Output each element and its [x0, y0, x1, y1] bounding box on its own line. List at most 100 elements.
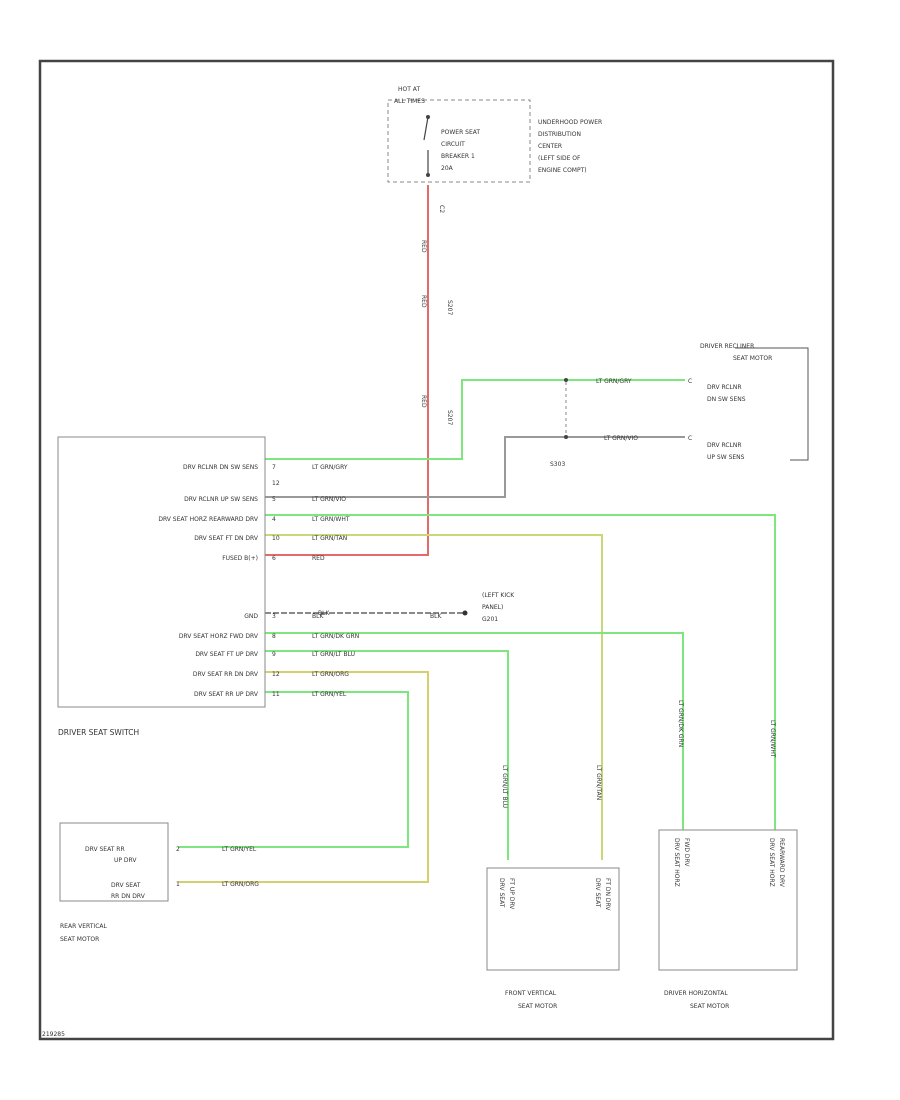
horz-title-1: DRIVER HORIZONTAL: [664, 990, 728, 997]
wire-recliner-dn: [265, 379, 685, 460]
horz-wire2-label: LT GRN/WHT: [769, 720, 776, 758]
horz-pin2-label-1: DRV SEAT HORZ: [768, 838, 775, 887]
horz-pin2-label-2: REARWARD DRV: [778, 838, 785, 888]
rear-vertical-motor: DRV SEAT RR UP DRV DRV SEAT RR DN DRV 2 …: [59, 822, 259, 943]
fuse-block-box: [387, 99, 531, 183]
switch-wire-label: LT GRN/TAN: [312, 535, 347, 542]
red-wire-fused-bplus: [265, 185, 429, 556]
switch-pin-label: DRV SEAT RR UP DRV: [194, 691, 259, 698]
switch-pin-number: 3: [272, 613, 276, 620]
wire-ft-dn: [265, 534, 603, 860]
horz-pin1-label-2: FWD DRV: [683, 838, 690, 867]
switch-wire-label: LT GRN/ORG: [312, 671, 349, 678]
switch-wire-label: RED: [312, 555, 325, 562]
rear-title-1: REAR VERTICAL: [60, 923, 107, 930]
red-wire-label-1: RED: [420, 240, 427, 253]
switch-pin-label: DRV SEAT RR DN DRV: [193, 671, 259, 678]
switch-pin-label: GND: [244, 613, 258, 620]
driver-seat-switch: DRIVER SEAT SWITCH DRV RCLNR DN SW SENS 7…: [57, 436, 359, 737]
recliner-pin2-label-2: UP SW SENS: [707, 454, 745, 461]
rear-title-2: SEAT MOTOR: [60, 936, 99, 943]
breaker-label-1: POWER SEAT: [441, 129, 480, 136]
breaker-label-3: BREAKER 1: [441, 153, 475, 160]
ground-point: [462, 610, 468, 616]
horz-title-2: SEAT MOTOR: [690, 1003, 729, 1010]
recliner-motor-bracket: [735, 347, 809, 461]
switch-pin-number: 9: [272, 651, 276, 658]
switch-wire-label: LT GRN/YEL: [312, 691, 347, 698]
red-wire-label-3: RED: [420, 395, 427, 408]
switch-pin-number: 12: [272, 671, 280, 678]
ground-label-1: (LEFT KICK: [482, 592, 515, 599]
rear-pin1-label-1: DRV SEAT RR: [85, 846, 125, 853]
switch-wire-label: BLK: [312, 613, 324, 620]
diagram-frame: [38, 59, 835, 1041]
switch-wire-label: LT GRN/GRY: [312, 464, 348, 471]
rear-pin2-label-2: RR DN DRV: [111, 893, 146, 900]
switch-pin-number: 11: [272, 691, 280, 698]
switch-pin-label: DRV RCLNR DN SW SENS: [183, 464, 258, 471]
splice-dot-2: [564, 435, 568, 439]
switch-pin-number: 8: [272, 633, 276, 640]
wire-rr-dn: [178, 671, 429, 883]
center-label-3: CENTER: [538, 143, 562, 150]
ground-wire1-label: BLK: [318, 610, 330, 617]
front-vertical-motor: DRV SEAT FT UP DRV DRV SEAT FT DN DRV LT…: [486, 765, 620, 1010]
front-wire1-label: LT GRN/LT BLU: [501, 765, 508, 808]
switch-wire-label: LT GRN/DK GRN: [312, 633, 359, 640]
wires: [178, 185, 809, 883]
switch-wire-label: LT GRN/VIO: [312, 496, 346, 503]
front-pin2-label-1: DRV SEAT: [594, 878, 601, 908]
center-label-1: UNDERHOOD POWER: [538, 119, 602, 126]
wire-ft-up: [265, 650, 509, 860]
recliner-pin2-label-1: DRV RCLNR: [707, 442, 742, 449]
front-pin1-label-1: DRV SEAT: [498, 878, 505, 908]
horz-motor-box: [658, 829, 798, 971]
switch-title: DRIVER SEAT SWITCH: [58, 728, 139, 737]
switch-pin-number: 4: [272, 516, 276, 523]
fuse-pin: C2: [438, 205, 445, 213]
recliner-pin2-num: C: [688, 435, 692, 442]
horizontal-motor: DRV SEAT HORZ FWD DRV DRV SEAT HORZ REAR…: [658, 700, 798, 1010]
horz-wire1-label: LT GRN/DK GRN: [677, 700, 684, 747]
switch-pin-number: 5: [272, 496, 276, 503]
front-wire2-label: LT GRN/TAN: [595, 765, 602, 800]
fuse-block: HOT AT ALL TIMES POWER SEAT CIRCUIT BREA…: [387, 86, 602, 425]
horz-pin1-label-1: DRV SEAT HORZ: [673, 838, 680, 887]
switch-pins: DRV RCLNR DN SW SENS 7 LT GRN/GRY 12 DRV RCL…: [158, 464, 359, 698]
rear-pin2-num: 1: [176, 881, 180, 888]
recliner-title-2: SEAT MOTOR: [733, 355, 772, 362]
switch-pin-label: DRV SEAT FT DN DRV: [194, 535, 259, 542]
hot-label-1: HOT AT: [398, 86, 420, 93]
recliner-splice-label: S303: [550, 461, 565, 468]
switch-pin-number: 6: [272, 555, 276, 562]
wire-horz-fwd: [265, 632, 684, 830]
red-wire-label-2: RED: [420, 295, 427, 308]
front-pin2-label-2: FT DN DRV: [604, 878, 611, 911]
wire-horz-rearward: [265, 514, 776, 830]
wire-rr-up: [178, 691, 409, 848]
breaker-label-2: CIRCUIT: [441, 141, 465, 148]
center-label-5: ENGINE COMPT): [538, 167, 587, 174]
breaker-label-4: 20A: [441, 165, 454, 172]
diagram-code: 219285: [42, 1031, 65, 1038]
rear-motor-box: [59, 822, 169, 902]
switch-pin-label: DRV SEAT FT UP DRV: [195, 651, 259, 658]
ground-wire2-label: BLK: [430, 613, 442, 620]
front-title-2: SEAT MOTOR: [518, 1003, 557, 1010]
rear-pin1-label-2: UP DRV: [114, 857, 137, 864]
rear-pin1-num: 2: [176, 846, 180, 853]
splice-label-2: S207: [446, 410, 453, 425]
switch-pin-label: DRV RCLNR UP SW SENS: [184, 496, 258, 503]
switch-pin-number: 7: [272, 464, 276, 471]
front-title-1: FRONT VERTICAL: [505, 990, 557, 997]
breaker-element: [423, 116, 429, 141]
recliner-wire1-label: LT GRN/GRY: [596, 378, 632, 385]
front-motor-box: [486, 867, 620, 971]
switch-pin-number: 10: [272, 535, 280, 542]
hot-label-2: ALL TIMES: [394, 98, 425, 105]
rear-wire2-label: LT GRN/ORG: [222, 881, 259, 888]
recliner-pin1-label-2: DN SW SENS: [707, 396, 746, 403]
switch-box: [57, 436, 266, 708]
